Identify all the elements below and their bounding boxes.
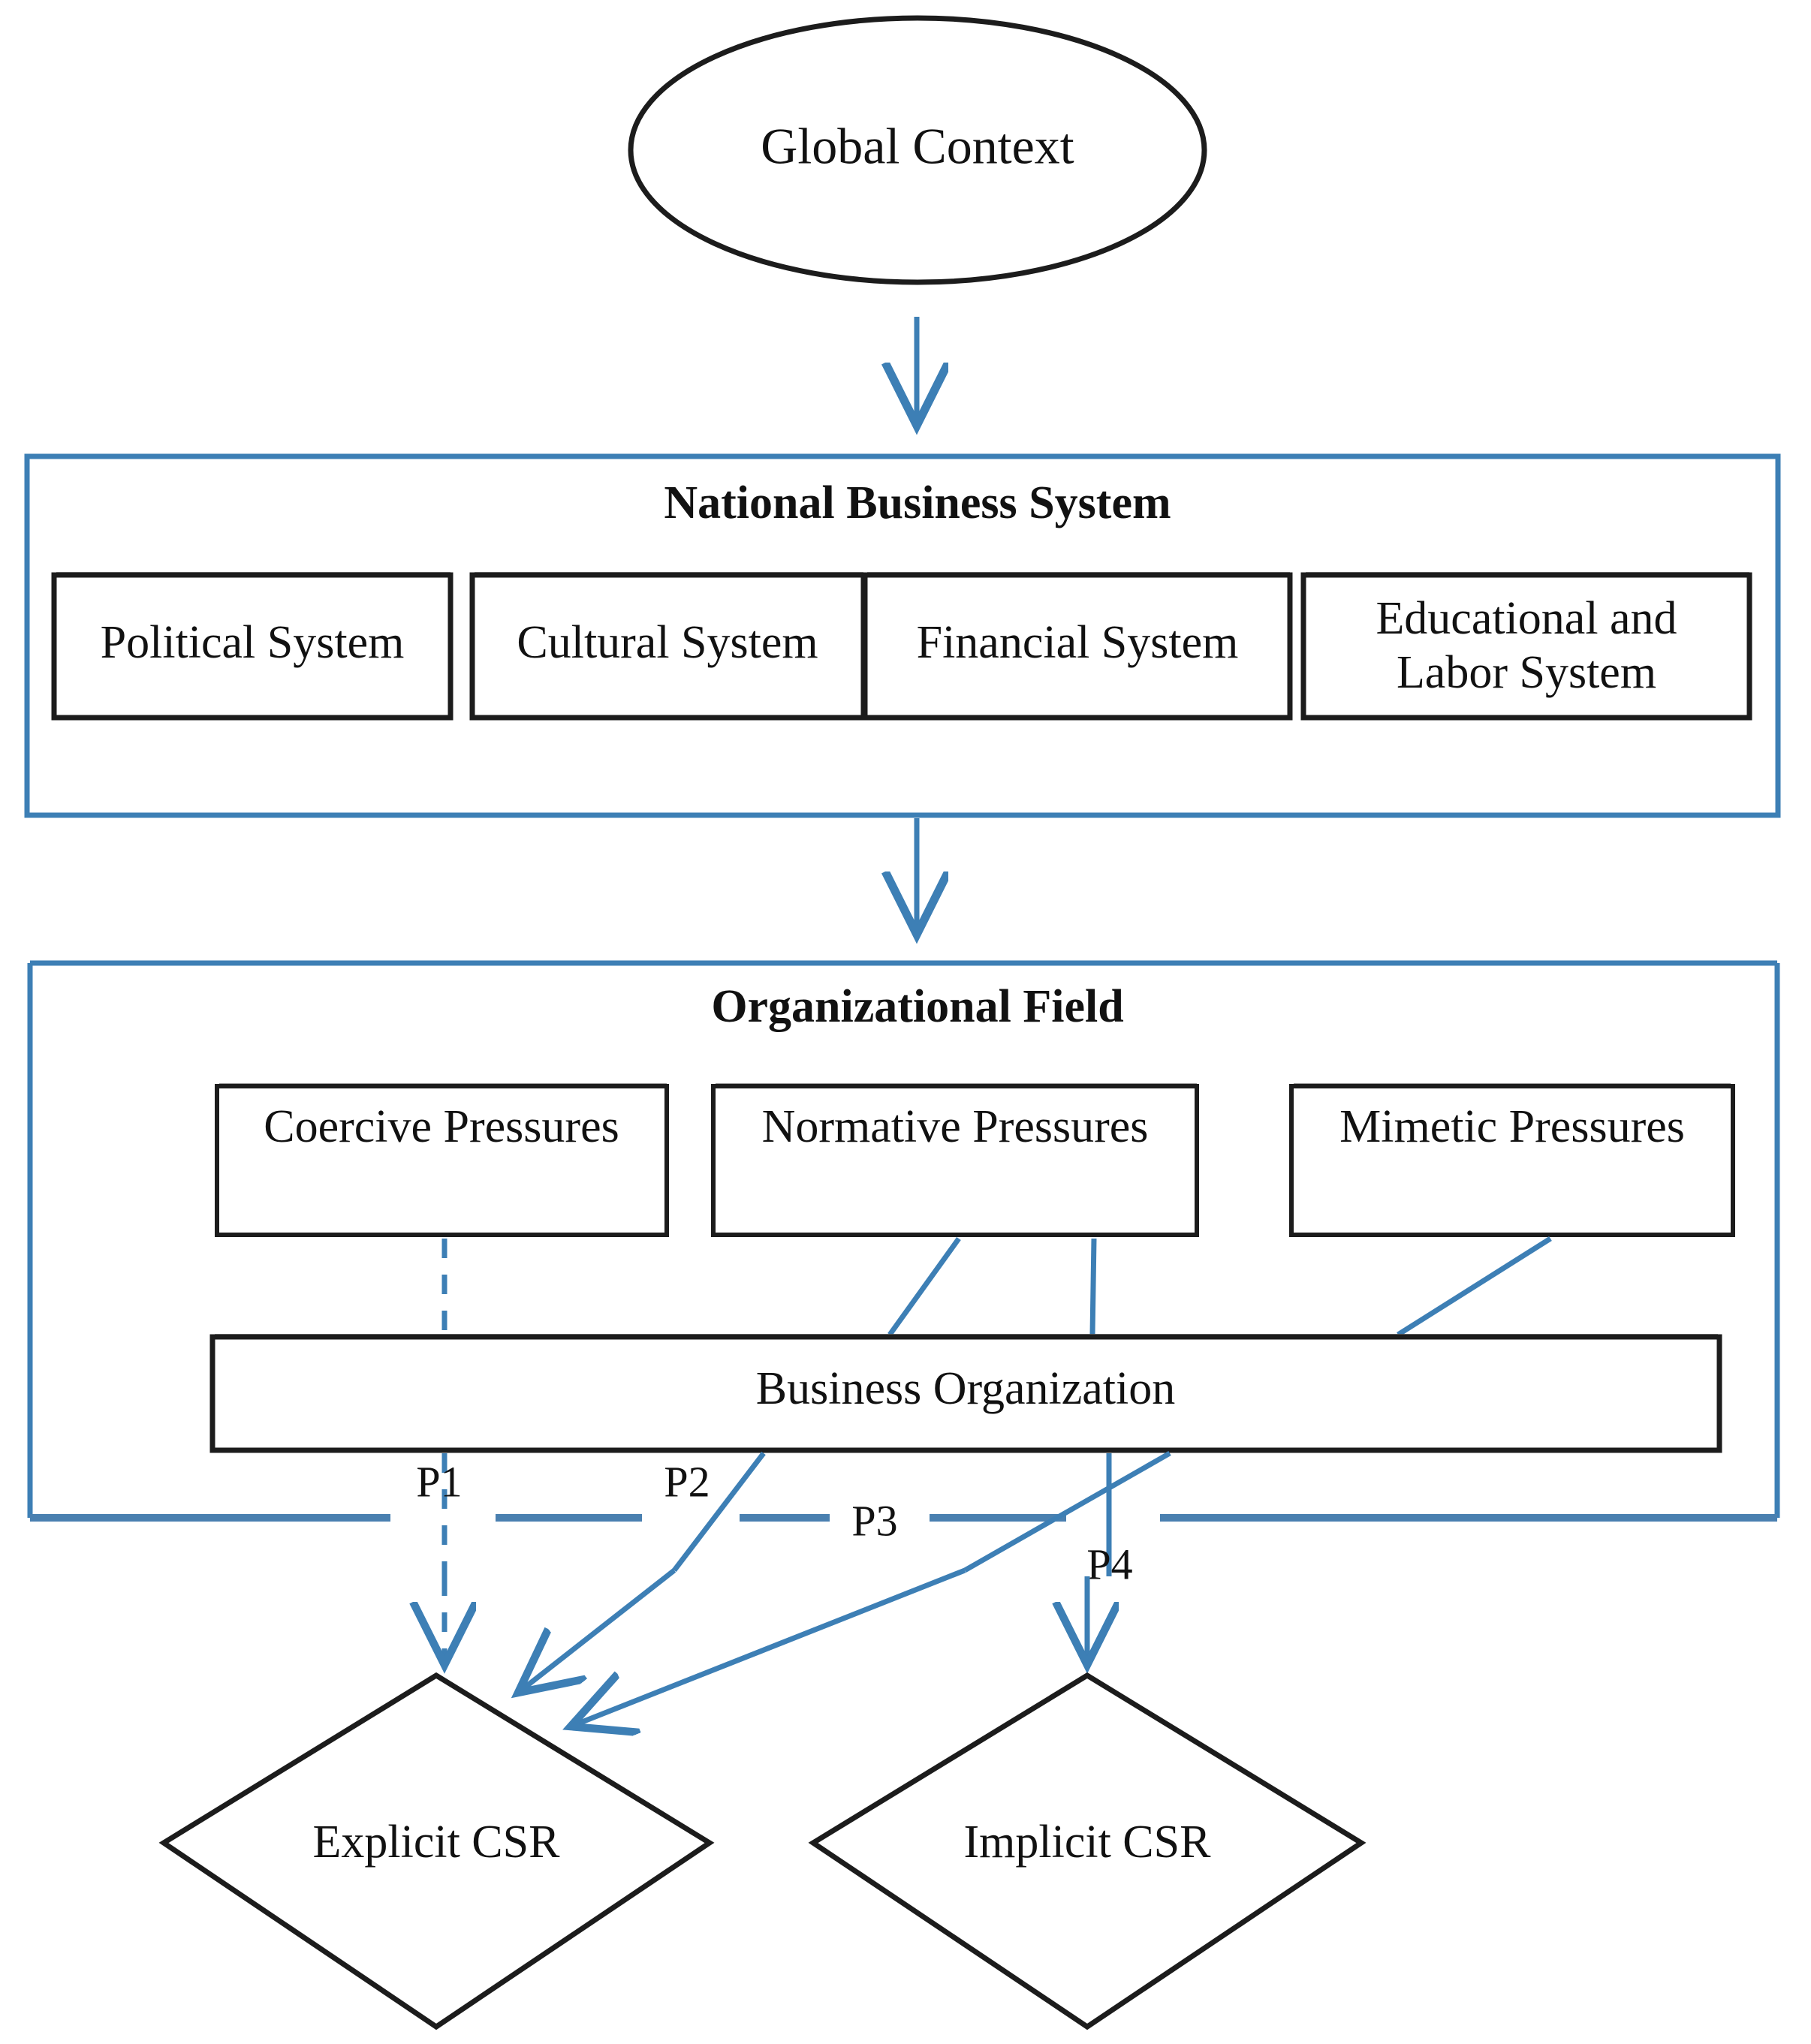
nbs-subsystem-educational-labor-system[interactable]: Educational and Labor System: [1300, 572, 1752, 721]
outcome-implicit-csr[interactable]: Implicit CSR: [808, 1672, 1367, 2030]
normative-pressures-label: Normative Pressures: [762, 1101, 1149, 1152]
explicit-csr-diamond: [158, 1672, 715, 2030]
mimetic-pressures-label: Mimetic Pressures: [1339, 1101, 1685, 1152]
coercive-pressures-label: Coercive Pressures: [264, 1101, 619, 1152]
pressure-coercive[interactable]: Coercive Pressures: [215, 1083, 669, 1237]
business-organization-label: Business Organization: [756, 1363, 1176, 1414]
business-organization-box: [209, 1334, 1722, 1453]
implicit-csr-diamond: [808, 1672, 1367, 2030]
organizational-field-title: Organizational Field: [711, 981, 1123, 1032]
national-business-system-container[interactable]: National Business System Political Syste…: [24, 453, 1781, 818]
business-organization-node[interactable]: Business Organization: [209, 1334, 1722, 1453]
outcome-explicit-csr[interactable]: Explicit CSR: [158, 1672, 715, 2030]
connector-mimetic-to-org: [1397, 1236, 1552, 1337]
proposition-label-p2: P2: [664, 1457, 710, 1506]
coercive-pressures-box: [215, 1084, 669, 1237]
implicit-csr-label: Implicit CSR: [964, 1817, 1212, 1868]
nbs-subsystem-financial-system[interactable]: Financial System: [862, 572, 1293, 721]
arrow-p2-to-explicit: [518, 1568, 676, 1693]
proposition-label-p4: P4: [1086, 1540, 1132, 1588]
nbs-subsystem-political-system[interactable]: Political System: [51, 572, 454, 721]
educational-labor-system-label-line2: Labor System: [1397, 647, 1656, 698]
organizational-field-container[interactable]: Organizational Field Coercive Pressures …: [27, 960, 1780, 1588]
connector-normative-to-org-right: [1089, 1238, 1097, 1335]
political-system-label: Political System: [101, 617, 405, 668]
connector-normative-to-org-left: [887, 1236, 961, 1337]
connector-p3-stem: [963, 1450, 1171, 1573]
financial-system-box: [862, 572, 1293, 721]
global-context-label: Global Context: [761, 118, 1074, 175]
cultural-system-label: Cultural System: [517, 617, 818, 668]
global-context-node[interactable]: Global Context: [628, 15, 1207, 285]
political-system-box: [51, 572, 454, 721]
global-context-ellipse: [628, 15, 1207, 285]
pressure-normative[interactable]: Normative Pressures: [711, 1083, 1199, 1237]
arrow-p3-to-explicit: [571, 1567, 966, 1726]
explicit-csr-label: Explicit CSR: [313, 1817, 561, 1868]
financial-system-label: Financial System: [917, 617, 1239, 668]
proposition-label-p3: P3: [851, 1496, 897, 1545]
pressure-mimetic[interactable]: Mimetic Pressures: [1289, 1083, 1735, 1237]
connector-p2-stem: [672, 1451, 766, 1573]
nbs-title: National Business System: [664, 477, 1171, 528]
nbs-subsystem-cultural-system[interactable]: Cultural System: [469, 572, 866, 721]
educational-labor-system-label-line1: Educational and: [1376, 593, 1677, 644]
arrows-to-outcomes: [444, 1567, 1087, 1726]
normative-pressures-box: [711, 1084, 1199, 1237]
mimetic-pressures-box: [1289, 1084, 1735, 1237]
proposition-label-p1: P1: [416, 1457, 462, 1506]
educational-labor-system-box: [1300, 572, 1752, 721]
